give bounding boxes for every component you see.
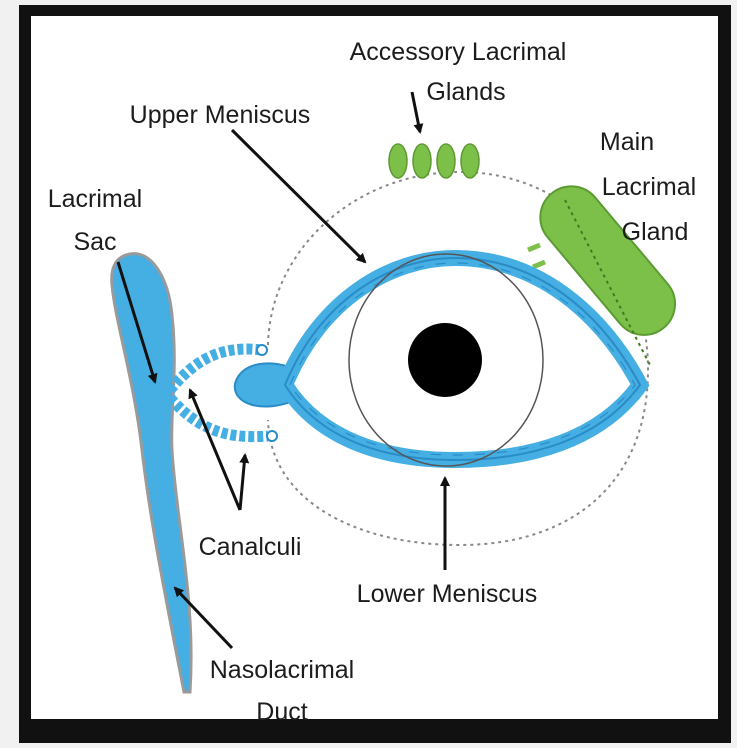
upper-punctum (257, 345, 267, 355)
lower-punctum (267, 431, 277, 441)
accessory-gland-4 (461, 144, 479, 178)
label-upper-meniscus: Upper Meniscus (130, 101, 311, 129)
label-canaliculi: Canalculi (199, 533, 302, 561)
label-main-gland-line3: Gland (622, 218, 689, 246)
label-main-gland-line1: Main (600, 128, 654, 156)
accessory-gland-3 (437, 144, 455, 178)
label-nasolacrimal-line2: Duct (256, 698, 307, 726)
label-accessory-glands-line1: Accessory Lacrimal (350, 38, 567, 66)
label-nasolacrimal-line1: Nasolacrimal (210, 656, 354, 684)
accessory-gland-2 (413, 144, 431, 178)
label-main-gland-line2: Lacrimal (602, 173, 696, 201)
label-lower-meniscus: Lower Meniscus (357, 580, 538, 608)
label-lacrimal-sac-line1: Lacrimal (48, 185, 142, 213)
pupil (408, 323, 482, 397)
accessory-gland-1 (389, 144, 407, 178)
label-accessory-glands-line2: Glands (426, 78, 505, 106)
label-lacrimal-sac-line2: Sac (73, 228, 116, 256)
